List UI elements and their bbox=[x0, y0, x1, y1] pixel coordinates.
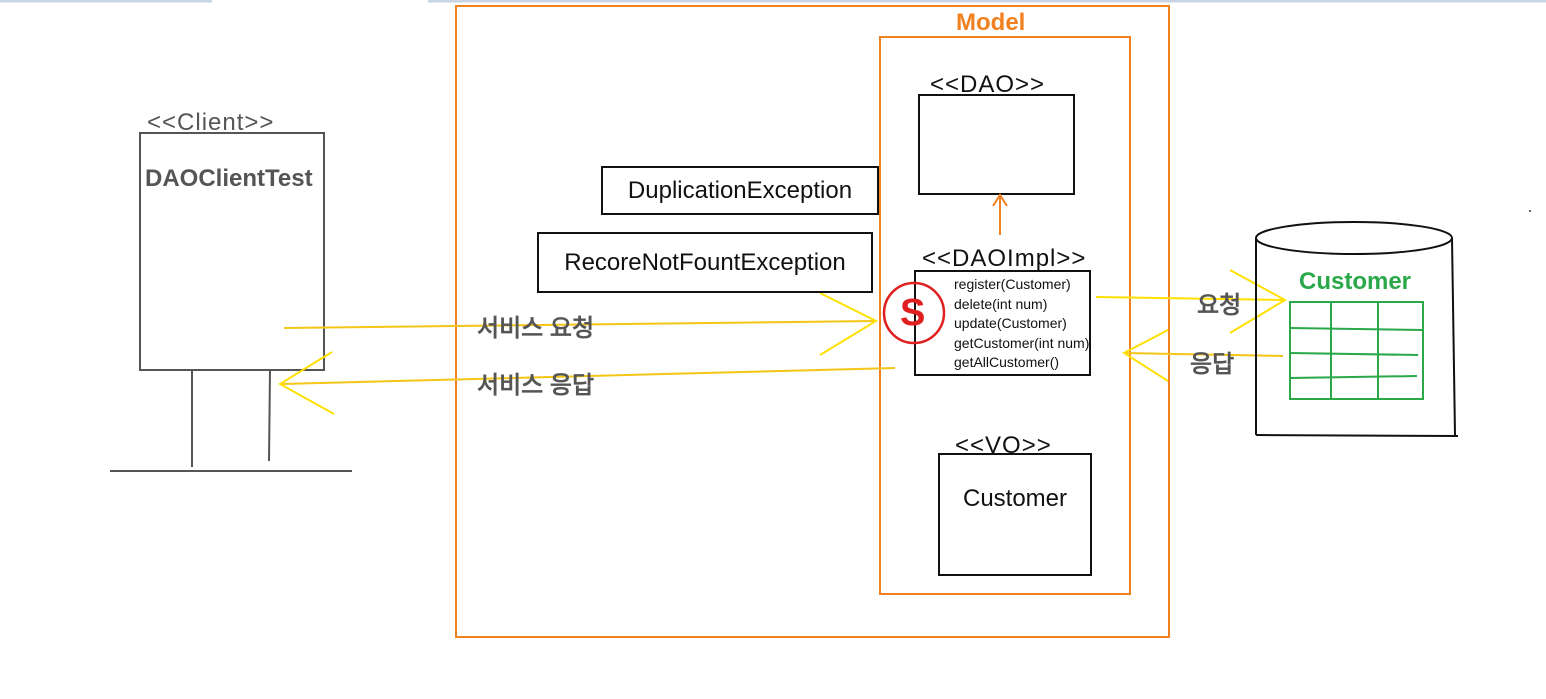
stray-dot bbox=[1529, 210, 1531, 212]
method-delete: delete(int num) bbox=[954, 295, 1048, 312]
model-outer-box bbox=[455, 5, 1170, 638]
dao-box bbox=[918, 94, 1075, 195]
db-table-name: Customer bbox=[1299, 268, 1412, 295]
dao-impl-stereotype: <<DAOImpl>> bbox=[922, 245, 1087, 272]
client-stereotype: <<Client>> bbox=[147, 109, 275, 136]
db-response-label: 응답 bbox=[1190, 351, 1235, 378]
vo-box bbox=[938, 453, 1092, 576]
db-cylinder-bottom bbox=[1255, 434, 1459, 437]
db-request-label: 요청 bbox=[1197, 292, 1242, 319]
singleton-mark: S bbox=[900, 292, 926, 334]
client-box bbox=[139, 132, 325, 371]
service-request-label: 서비스 요청 bbox=[477, 315, 595, 342]
service-request-line bbox=[283, 320, 877, 329]
db-response-arrowhead bbox=[1122, 329, 1169, 382]
db-request-arrowhead bbox=[1229, 269, 1288, 334]
duplication-exception-box: DuplicationException bbox=[601, 166, 879, 215]
service-response-line bbox=[281, 367, 896, 385]
db-table-grid bbox=[1289, 301, 1424, 400]
client-class-name: DAOClientTest bbox=[145, 165, 313, 192]
record-not-found-exception-box: RecoreNotFountException bbox=[537, 232, 873, 293]
method-update: update(Customer) bbox=[954, 315, 1067, 331]
service-response-arrowhead bbox=[278, 351, 335, 415]
model-title: Model bbox=[956, 9, 1026, 36]
singleton-circle bbox=[882, 281, 946, 345]
dao-impl-method-list: register(Customer) delete(int num) updat… bbox=[954, 275, 1089, 373]
service-request-arrowhead bbox=[819, 292, 879, 356]
vo-class-name: Customer bbox=[962, 485, 1068, 512]
dao-impl-box bbox=[914, 270, 1091, 376]
db-cylinder-right bbox=[1451, 237, 1456, 436]
implements-arrow-head bbox=[992, 193, 1008, 207]
duplication-exception-label: DuplicationException bbox=[627, 176, 853, 204]
vo-stereotype: <<VO>> bbox=[955, 432, 1052, 459]
model-inner-box bbox=[879, 36, 1131, 595]
client-leg-right bbox=[268, 369, 271, 462]
method-register: register(Customer) bbox=[954, 276, 1071, 292]
method-get-all-customer: getAllCustomer() bbox=[954, 354, 1060, 370]
record-not-found-exception-label: RecoreNotFountException bbox=[564, 248, 846, 276]
db-request-line bbox=[1095, 296, 1284, 301]
service-response-label: 서비스 응답 bbox=[477, 372, 595, 399]
db-cylinder-top bbox=[1255, 221, 1453, 255]
dao-stereotype: <<DAO>> bbox=[930, 71, 1046, 98]
method-get-customer: getCustomer(int num) bbox=[954, 334, 1090, 351]
